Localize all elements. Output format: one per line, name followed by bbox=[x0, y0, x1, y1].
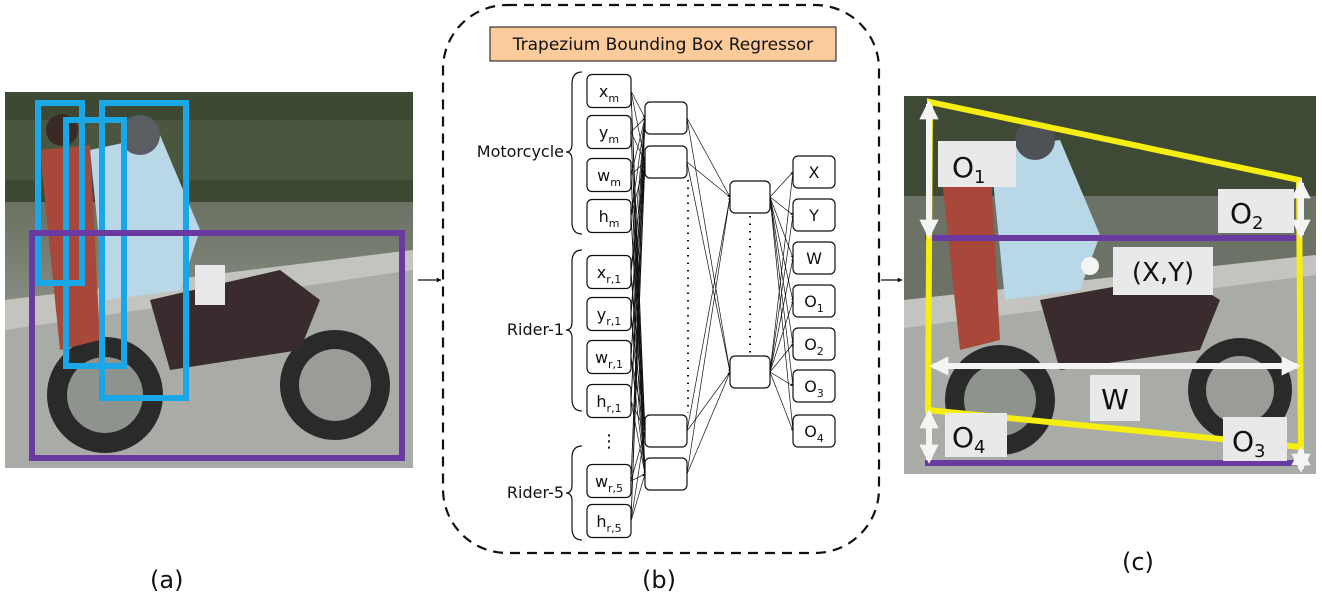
svg-text:ym: ym bbox=[599, 123, 619, 146]
center-label: (X,Y) bbox=[1113, 247, 1213, 295]
network-edges bbox=[630, 90, 795, 522]
svg-text:O1: O1 bbox=[804, 292, 824, 315]
input-node: wm bbox=[586, 157, 632, 193]
rider-box bbox=[35, 100, 85, 286]
svg-text:O3: O3 bbox=[1232, 425, 1266, 462]
svg-text:X: X bbox=[809, 163, 820, 182]
svg-text:wr,5: wr,5 bbox=[595, 472, 623, 495]
panel-b: Trapezium Bounding Box Regressor Motorcy… bbox=[441, 3, 881, 555]
svg-text:xm: xm bbox=[599, 82, 619, 105]
photo-a bbox=[5, 92, 413, 468]
input-node: wr,5 bbox=[586, 463, 632, 499]
input-node: wr,1 bbox=[586, 339, 632, 375]
group-brace bbox=[565, 71, 583, 235]
svg-text:xr,1: xr,1 bbox=[597, 263, 622, 286]
svg-text:wr,1: wr,1 bbox=[595, 348, 623, 371]
input-node: ym bbox=[586, 114, 632, 150]
rider-box bbox=[99, 100, 189, 401]
caption-b: (b) bbox=[642, 566, 676, 594]
svg-text:(X,Y): (X,Y) bbox=[1132, 258, 1194, 288]
caption-a: (a) bbox=[150, 566, 184, 594]
hidden-layers bbox=[644, 101, 771, 491]
svg-text:W: W bbox=[1101, 383, 1129, 416]
group-brace bbox=[565, 445, 583, 541]
svg-text:O2: O2 bbox=[804, 335, 824, 358]
regressor-frame bbox=[441, 3, 881, 555]
o2-label: O2 bbox=[1218, 189, 1294, 234]
o4-label: O4 bbox=[945, 413, 1007, 458]
hidden-node-layer2 bbox=[729, 180, 771, 214]
input-nodes: xm ym wm hm xr,1 yr,1 wr,1 hr,1 wr,5 hr,5 bbox=[586, 73, 632, 539]
output-node: X bbox=[792, 155, 836, 189]
svg-text:hm: hm bbox=[599, 207, 620, 230]
hidden-node-layer2 bbox=[729, 355, 771, 389]
motorcycle-box bbox=[29, 230, 405, 461]
regressor-title-box bbox=[489, 26, 837, 62]
panel-a bbox=[5, 92, 413, 468]
svg-text:O1: O1 bbox=[952, 151, 986, 188]
input-node: hr,5 bbox=[586, 503, 632, 539]
output-node: O4 bbox=[792, 414, 836, 448]
rider-box bbox=[63, 117, 127, 369]
input-node: yr,1 bbox=[586, 296, 632, 332]
group-label: Rider-5 bbox=[507, 483, 564, 502]
input-node: hm bbox=[586, 198, 632, 234]
output-node: O1 bbox=[792, 284, 836, 318]
output-node: O2 bbox=[792, 327, 836, 361]
svg-text:wm: wm bbox=[597, 166, 621, 189]
svg-text:W: W bbox=[806, 249, 822, 268]
hidden-node-layer1 bbox=[644, 101, 688, 135]
output-node: Y bbox=[792, 198, 836, 232]
group-label: Rider-1 bbox=[507, 320, 564, 339]
input-node: xr,1 bbox=[586, 254, 632, 290]
hidden-node-layer1 bbox=[644, 457, 688, 491]
svg-text:O2: O2 bbox=[1230, 197, 1264, 234]
group-label: Motorcycle bbox=[477, 142, 564, 161]
output-node: O3 bbox=[792, 369, 836, 403]
svg-text:hr,1: hr,1 bbox=[596, 392, 621, 415]
hidden-node-layer1 bbox=[644, 414, 688, 448]
o1-label: O1 bbox=[938, 141, 1016, 188]
svg-text:Y: Y bbox=[808, 206, 819, 225]
input-node: hr,1 bbox=[586, 383, 632, 419]
svg-text:yr,1: yr,1 bbox=[597, 305, 622, 328]
svg-text:O4: O4 bbox=[952, 421, 986, 458]
svg-text:O3: O3 bbox=[804, 377, 824, 400]
regressor-title: Trapezium Bounding Box Regressor bbox=[512, 35, 814, 55]
group-brace bbox=[565, 249, 583, 412]
svg-text:O4: O4 bbox=[804, 422, 824, 445]
input-ellipsis: ⋮ bbox=[600, 431, 618, 452]
width-label: W bbox=[1090, 375, 1140, 421]
caption-c: (c) bbox=[1122, 548, 1154, 576]
center-point bbox=[1081, 257, 1099, 275]
input-node: xm bbox=[586, 73, 632, 109]
output-node: W bbox=[792, 241, 836, 275]
panel-c: O1 O2 (X,Y) W O4 O3 bbox=[904, 96, 1316, 474]
hidden-node-layer1 bbox=[644, 145, 688, 179]
o3-label: O3 bbox=[1223, 417, 1287, 462]
svg-text:hr,5: hr,5 bbox=[596, 512, 621, 535]
